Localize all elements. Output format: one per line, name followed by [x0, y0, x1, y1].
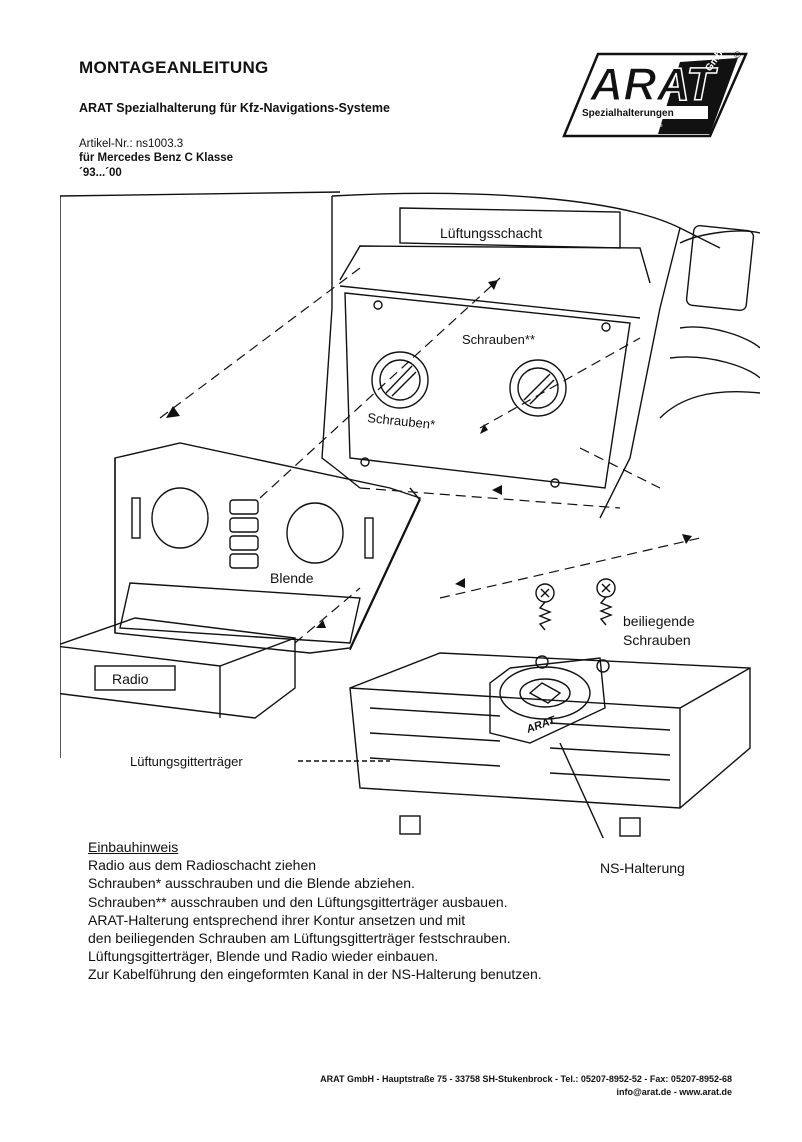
vehicle-years: ´93...´00 [79, 167, 122, 179]
instruction-line: den beiliegenden Schrauben am Lüftungsgi… [88, 930, 511, 947]
logo-registered-mark: ® [734, 50, 741, 60]
installation-diagram: Lüftungsschacht Schrauben** Schrauben* [60, 191, 760, 838]
article-number: Artikel-Nr.: ns1003.3 [79, 138, 184, 150]
instruction-line: Zur Kabelführung den eingeformten Kanal … [88, 966, 542, 983]
installation-instructions: Einbauhinweis Radio aus dem Radioschacht… [88, 838, 728, 984]
arrow-heads [166, 280, 692, 628]
document-title: MONTAGEANLEITUNG [79, 58, 269, 77]
instruction-line: Lüftungsgitterträger, Blende und Radio w… [88, 948, 439, 965]
vehicle-model: für Mercedes Benz C Klasse [79, 152, 234, 164]
air-duct-label: Lüftungsschacht [440, 225, 542, 241]
air-duct-panel: Lüftungsschacht [339, 207, 651, 284]
dashboard-outline [321, 192, 760, 519]
supplied-screws-label-1: beiliegende [623, 613, 695, 629]
instructions-heading: Einbauhinweis [88, 839, 179, 855]
radio-unit: Radio [60, 617, 296, 719]
diagram-frame [60, 191, 341, 758]
bezel-label: Blende [270, 570, 314, 586]
vent-carrier-opening: Schrauben** Schrauben* [339, 285, 641, 489]
screws-single-star-label: Schrauben* [367, 410, 436, 432]
footer-address: ARAT GmbH - Hauptstraße 75 - 33758 SH-St… [320, 1074, 732, 1084]
assembly-guide-lines [159, 267, 701, 644]
screws-double-star-label: Schrauben** [462, 332, 535, 347]
logo-tagline-1: Spezialhalterungen [582, 108, 674, 119]
instruction-line: Schrauben* ausschrauben und die Blende a… [88, 875, 415, 892]
supplied-screws-label-2: Schrauben [623, 632, 691, 648]
vent-carrier-label: Lüftungsgitterträger [130, 754, 243, 769]
logo-tagline-2: für Autotelefone u. Navigationssysteme [576, 123, 663, 129]
ns-holder-label: NS-Halterung [600, 860, 685, 876]
radio-label: Radio [112, 671, 149, 687]
instruction-line: ARAT-Halterung entsprechend ihrer Kontur… [88, 911, 466, 928]
ns-holder-part: ARAT [489, 655, 610, 838]
instruction-line: Radio aus dem Radioschacht ziehen [88, 857, 317, 874]
footer-contact: info@arat.de - www.arat.de [616, 1087, 732, 1097]
vent-carrier-part: Lüftungsgitterträger [130, 652, 751, 837]
logo-brand-text: ARAT [589, 58, 718, 110]
instruction-line: Schrauben** ausschrauben und den Lüftung… [88, 893, 508, 910]
arat-logo: ARAT GmbH ® Spezialhalterungen für Autot… [562, 48, 748, 138]
supplied-screws: beiliegende Schrauben [535, 578, 695, 648]
document-subtitle: ARAT Spezialhalterung für Kfz-Navigation… [79, 101, 390, 115]
